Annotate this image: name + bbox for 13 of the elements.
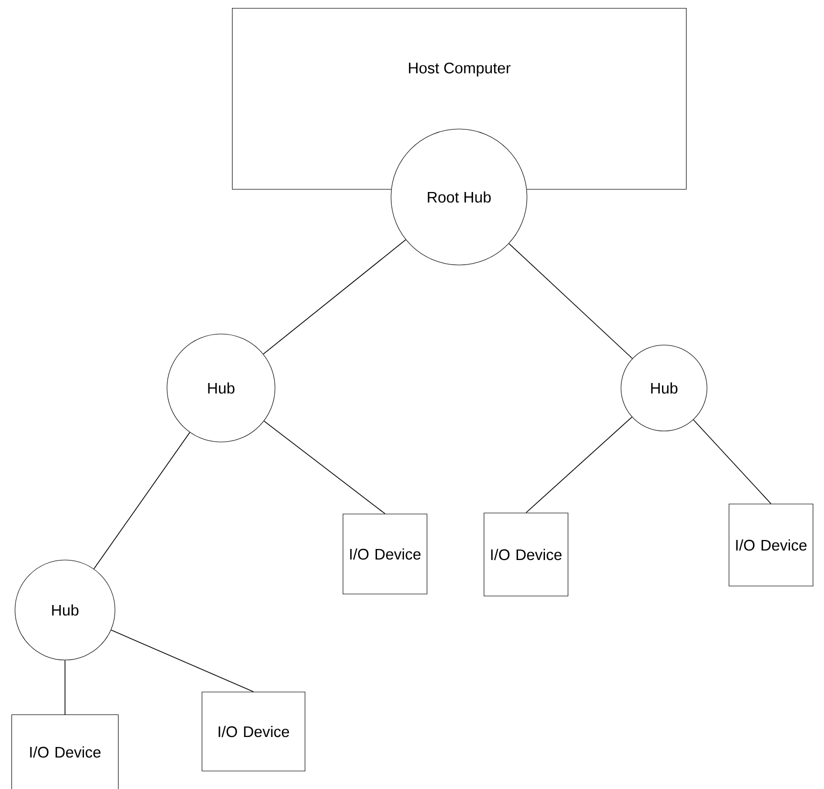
connector-line: [508, 243, 633, 359]
connector-line: [94, 432, 190, 570]
device-box: I/O Device: [11, 714, 119, 789]
connector-line: [264, 420, 386, 514]
connector-line: [110, 630, 254, 692]
connector-line: [692, 419, 772, 504]
connector-line: [526, 416, 632, 514]
device-box: I/O Device: [342, 514, 428, 594]
device-box: I/O Device: [202, 692, 306, 772]
device-box: I/O Device: [728, 504, 814, 586]
device-box: I/O Device: [484, 512, 568, 596]
connector-line: [262, 239, 406, 354]
connector-line: [64, 660, 66, 716]
